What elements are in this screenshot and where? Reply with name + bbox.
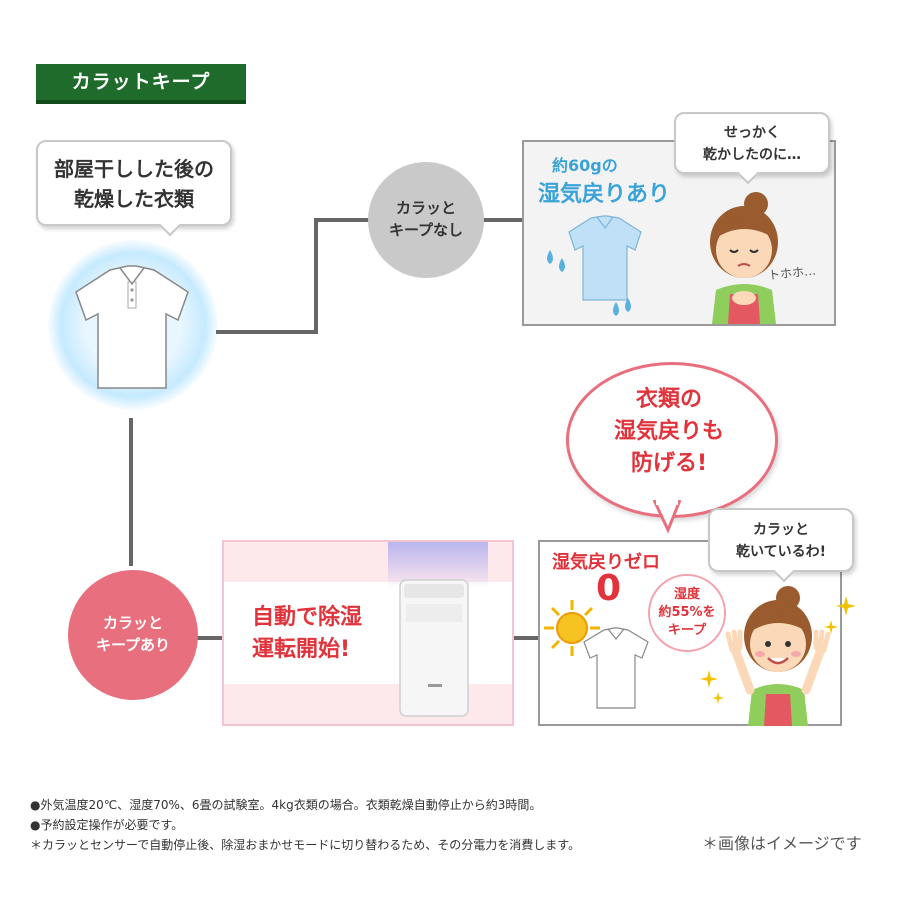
water-drops-icon [547,250,631,316]
happy-line-2: 乾いているわ! [736,544,826,560]
disappointed-line-1: せっかく [724,125,780,141]
prevent-return-text: 衣類の 湿気戻りも 防げる! [566,384,772,480]
sparkle-icon-3 [700,670,718,688]
with-keep-line-2: キープあり [95,636,171,654]
connector-top-vertical [314,218,318,334]
connector-top-to-panel [480,218,524,222]
start-bubble-line-2: 乾燥した衣類 [74,187,194,211]
fresh-shirt-icon [583,627,649,709]
with-keep-circle: カラッと キープあり [68,570,198,700]
humidity-line-3: キープ [667,623,707,638]
damp-shirt-icon [568,215,642,301]
happy-speech-bubble: カラッと 乾いているわ! [708,508,854,583]
with-keep-line-1: カラッと [102,614,163,633]
prevent-return-bubble [566,362,778,518]
no-keep-line-1: カラッと [395,199,456,218]
connector-left-vertical [129,418,133,566]
auto-dehumidify-text: 自動で除湿 運転開始! [252,602,362,666]
start-bubble-line-1: 部屋干しした後の [54,157,214,181]
panel-label-return: 湿気戻りあり [538,182,671,207]
dehumidifier-illustration [399,579,469,717]
prevent-bubble-tail [652,500,682,534]
footnote-2: ●予約設定操作が必要です。 [30,818,184,832]
happy-woman-illustration [725,586,831,726]
prevent-line-3: 防げる! [630,451,708,476]
dry-shirt-icon [75,265,189,389]
footnote-1: ●外気温度20℃、湿度70%、6畳の試験室。4kg衣類の場合。衣類乾燥自動停止か… [30,798,542,812]
sparkle-icon-2 [824,620,838,634]
disappointed-line-2: 乾かしたのに… [703,147,801,163]
connector-bottom-1 [196,636,224,640]
connector-top-horizontal [216,330,316,334]
prevent-line-2: 湿気戻りも [613,419,724,444]
humidity-keep-badge: 湿度 約55%を キープ [648,574,726,652]
sad-woman-illustration [710,192,778,324]
zero-value: 0 [596,568,622,609]
auto-line-2: 運転開始! [252,637,351,662]
connector-top-upper [314,218,374,222]
no-keep-circle: カラッと キープなし [368,162,484,278]
panel-label-amount: 約60gの [552,156,618,175]
humidity-line-1: 湿度 [673,587,700,602]
start-speech-bubble: 部屋干しした後の 乾燥した衣類 [36,140,232,237]
footnote-3: ＊カラッとセンサーで自動停止後、除湿おまかせモードに切り替わるため、その分電力を… [30,838,581,852]
humidity-line-2: 約55%を [658,605,716,620]
happy-line-1: カラッと [753,522,809,538]
disappointed-speech-bubble: せっかく 乾かしたのに… [674,112,830,185]
zero-return-label: 湿気戻りゼロ [552,552,660,573]
no-keep-line-2: キープなし [388,221,464,239]
image-note: ＊画像はイメージです [702,834,862,853]
section-title: カラットキープ [36,64,246,104]
auto-line-1: 自動で除湿 [252,605,363,630]
connector-bottom-2 [514,636,540,640]
sparkle-icon-4 [712,692,724,704]
prevent-line-1: 衣類の [635,387,702,412]
sparkle-icon [836,596,856,616]
